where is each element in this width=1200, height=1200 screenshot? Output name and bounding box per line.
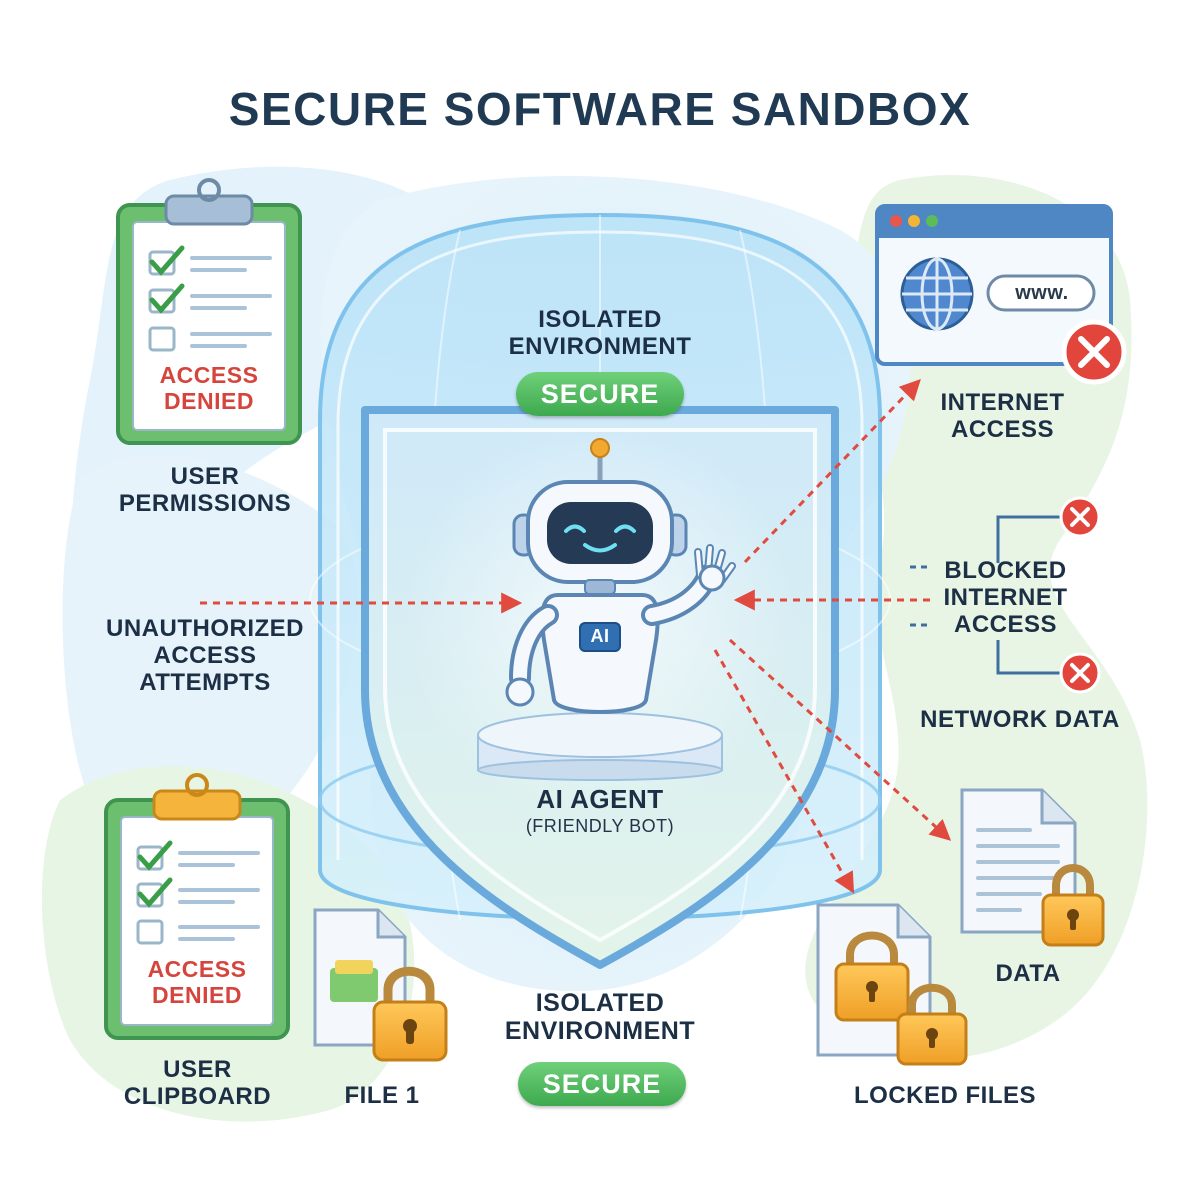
network-data-label: NETWORK DATA [920, 706, 1120, 733]
file-1-icon [313, 908, 407, 1047]
ai-agent-label: AI AGENT [536, 784, 664, 814]
internet-blocked-x-icon [1061, 319, 1127, 385]
blocked-bracket [910, 515, 1062, 675]
globe-icon [900, 257, 974, 331]
bot-chest-label: AI [590, 626, 610, 646]
arrow-internet [743, 378, 921, 564]
file-1-lock-icon [372, 966, 448, 1062]
robot-icon [505, 438, 736, 714]
top-secure-badge: SECURE [516, 372, 684, 416]
data-label: DATA [995, 960, 1061, 987]
arrow-data [728, 638, 952, 841]
diagram-title: SECURE SOFTWARE SANDBOX [228, 83, 972, 135]
attack-arrows [200, 378, 952, 894]
ai-agent-sublabel: (FRIENDLY BOT) [525, 816, 675, 836]
locked-files-lock-2-icon [896, 983, 968, 1066]
blocked-x-top-icon [1059, 496, 1101, 538]
locked-files-lock-1-icon [834, 931, 910, 1022]
clipboard-permissions-icon [116, 178, 302, 445]
browser-url-text: www. [1015, 282, 1069, 304]
bottom-secure-badge: SECURE [518, 1062, 686, 1106]
data-lock-icon [1041, 864, 1105, 947]
blocked-x-bottom-icon [1059, 652, 1101, 694]
bot-platform [477, 712, 723, 781]
clipboard-clipboard-icon [104, 773, 290, 1040]
file-1-label: FILE 1 [344, 1082, 420, 1109]
locked-files-label: LOCKED FILES [853, 1082, 1036, 1109]
